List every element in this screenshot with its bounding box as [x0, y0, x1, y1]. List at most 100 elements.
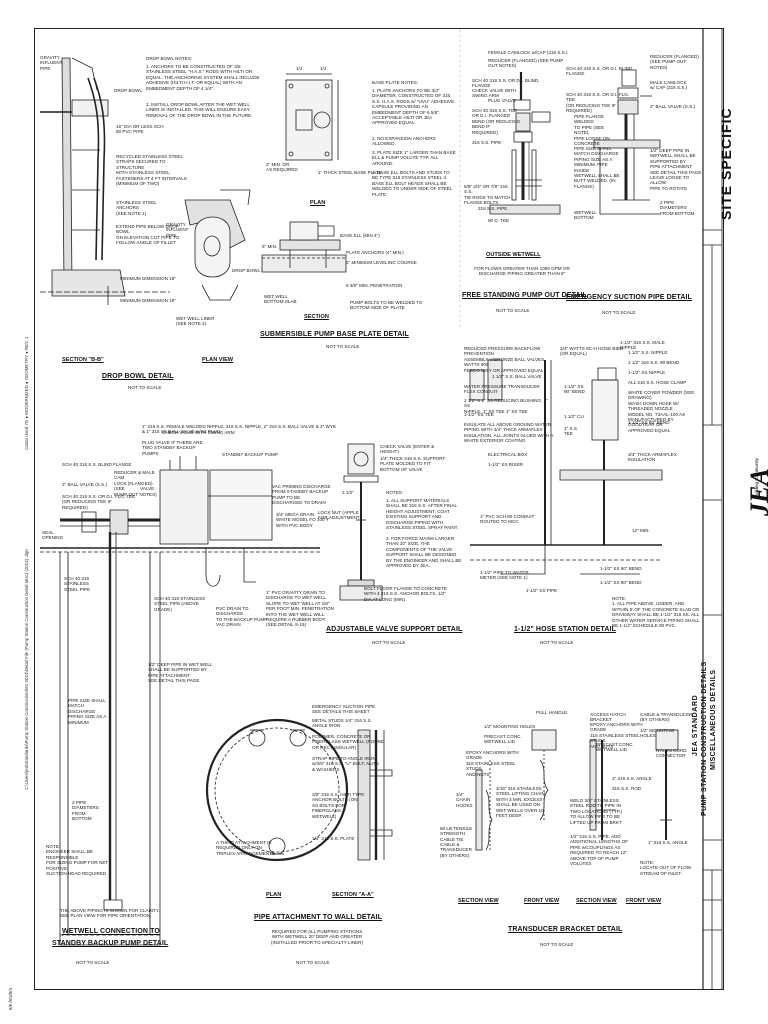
pump-out-label-6: SCH 40 316 S.S. TEE OR D.I. FLANGED BEND…: [472, 108, 521, 135]
hose-label-17: 1-1/2" SS 90" BEND: [600, 580, 642, 585]
pipe-attach-plan-label: PLAN: [266, 892, 282, 898]
label-gravity-pipe: GRAVITY INFLUENT PIPE: [40, 55, 63, 71]
hose-label-14: 1-1/2" PIPE TO WATER METER (SEE NOTE 1): [480, 570, 529, 581]
standby-label-3: SCH 40 316 S.S. BLIND FLANGE: [62, 462, 132, 467]
standby-label-2: PLUG VALVE IF THERE ARE TWO STANDBY BACK…: [142, 440, 203, 456]
margin-stamp: Cartal Used YE ● MODERNIZED ● GEOMETRY ●…: [24, 336, 29, 450]
transducer-label-19: 1" 316 S.S. ANGLE: [648, 840, 688, 845]
hose-label-3: 1 1/2" S.S. BALL VALVE: [492, 374, 542, 379]
hose-label-13: 1" PVC SCH 80 CONDUIT ROUTED TO MCC: [480, 514, 535, 525]
hose-label-9: 1-1/2" SS TEE: [464, 412, 494, 417]
hose-label-1: REDUCED PRESSURE BACKFLOW PREVENTION ASS…: [464, 346, 546, 373]
transducer-front-view-1: FRONT VIEW: [524, 898, 560, 904]
pump-out-label-8: 5/8" 3/4" OR 7/8" 316 S.S. TIE RODS TO M…: [464, 184, 511, 206]
hose-label-23: 3/4" THICK ARMAFLEX INSULATION: [628, 452, 677, 463]
dim-half-2: 1/2: [320, 66, 327, 71]
transducer-label-4: EPOXY ANCHORS WITH GRADE 316 STAINLESS S…: [590, 722, 643, 749]
standby-nts: NOT TO SCALE: [76, 960, 110, 965]
hose-label-6: 1 1/2" CU: [564, 414, 584, 419]
drop-bowl-title: DROP BOWL DETAIL: [102, 373, 174, 380]
hose-label-11: ELECTRICAL BOX: [488, 452, 528, 457]
hose-station-title: 1-1/2" HOSE STATION DETAIL: [514, 626, 616, 633]
standby-label-4: REDUCER & MALE CAM LOCK (FLANGED) (SEE P…: [114, 470, 157, 497]
suction-label-7: PIPE SIZE SHALL MATCH DISCHARGE PIPING S…: [574, 146, 620, 189]
base-plate-note-3: 3. PLATE SIZE 1" LARGER THAN BASE ELL & …: [372, 150, 456, 166]
label-min-required: 2" MIN. OR AS REQUIRED: [266, 162, 298, 173]
pump-out-label-1: FEMALE CAMLOCK w/CAP (316 S.S.): [488, 50, 568, 55]
pipe-attach-title: PIPE ATTACHMENT TO WALL DETAIL: [254, 914, 383, 921]
suction-label-9: 2 PIPE DIAMETERS FROM BOTTOM: [660, 200, 695, 216]
base-plate-note-4: 4. BASE ELL BOLTS AND STUDS TO BE TYPE 3…: [372, 170, 453, 197]
transducer-label-16: 316 S.S. ROD: [612, 786, 642, 791]
pipe-attach-label-2: METAL STUDS 1/4" 316 S.S. ANGLE IRON: [312, 718, 372, 729]
standby-label-16: PIPE SIZE SHALL MATCH DISCHARGE PIPING S…: [68, 698, 107, 725]
transducer-label-2: 1/2" MOUNTING HOLES: [484, 724, 536, 729]
suction-label-3: MALE CAMLOCK w/ CAP (316 S.S.): [650, 80, 688, 91]
valve-support-nts: NOT TO SCALE: [372, 640, 406, 645]
transducer-note: NOTE: LOCATE OUT OF FLOW STREAM OF INLET…: [640, 860, 692, 876]
valve-support-label-3: LOCK NUT (APPLE FOR ADJUSTMENT: [318, 510, 360, 521]
pump-out-label-7: 316 S.S. PIPE: [472, 140, 502, 145]
emergency-suction-title: EMERGENCY SUCTION PIPE DETAIL: [566, 294, 692, 301]
hose-label-18: 1-1/2" SS NIPPLE: [628, 370, 666, 375]
pump-out-label-5: PLUG VALVE: [488, 98, 516, 103]
label-penetration: 6 3/8" MIN. PENETRATION: [346, 283, 403, 288]
title-line-2: PUMP STATION CONSTRUCTION DETAILS: [701, 661, 708, 816]
outside-wetwell-label: OUTSIDE WETWELL: [486, 252, 541, 258]
base-plate-plan-label: PLAN: [310, 200, 326, 206]
drop-bowl-nts: NOT TO SCALE: [128, 385, 162, 390]
valve-support-note-2: 2. FOR FORCE MAINS LARGER THAN 10" SIZE,…: [386, 536, 462, 569]
pump-out-label-3: SCH 40 316 S.S. OR D.I. BLIND FLANGE: [472, 78, 539, 89]
transducer-title: TRANSDUCER BRACKET DETAIL: [508, 926, 623, 933]
label-straps: RECYCLED STAINLESS STEEL STRAPS SECURED …: [116, 154, 187, 187]
drop-bowl-note-1: 1. ANCHORS TO BE CONSTRUCTED OF 3/8 STAI…: [146, 64, 260, 91]
standby-caption: THE ABOVE PIPING IS SHOWN FOR CLARITY. S…: [60, 908, 160, 919]
drop-bowl-notes-heading: DROP BOWL NOTES:: [146, 56, 193, 61]
suction-label-5: 2" BALL VALVE (S.S.): [650, 104, 695, 109]
pipe-attach-caption: REQUIRED FOR ALL PUMPING STATIONS WITH W…: [271, 929, 363, 945]
base-plate-nts: NOT TO SCALE: [326, 344, 360, 349]
label-drop-bowl-plan: DROP BOWL: [232, 268, 260, 273]
emergency-suction-nts: NOT TO SCALE: [602, 310, 636, 315]
label-wet-well-liner: WET WELL LINER (SEE NOTE 2): [176, 316, 215, 327]
label-drop-bowl: DROP BOWL: [114, 88, 142, 93]
pump-out-label-10: 90 D. TEE: [488, 218, 510, 223]
hose-label-4: 1 1/2" S.S. NIPPLE: [628, 350, 668, 355]
label-leveling-course: 1" MINIMUM LEVELING COURSE: [346, 260, 417, 265]
standby-label-5: 2" BALL VALVE (S.S.): [62, 482, 107, 487]
label-plate-anchors: PLATE ANCHORS (4" MIN.): [346, 250, 404, 255]
hose-label-25: 1" S.S. TEE: [564, 426, 579, 437]
hose-label-21: 1-1/2" 316 S.S. MALE NIPPLE: [620, 340, 665, 351]
standby-label-19: SEAL OPENING: [42, 530, 64, 541]
hose-label-5: 1 1/2" 316 S.S. 90 BEND: [628, 360, 680, 365]
pump-out-title: FREE STANDING PUMP OUT DETAIL: [462, 292, 588, 299]
transducer-label-3: PRECAST CONC. WETWELL LID: [484, 734, 522, 745]
standby-label-9: SCH 40 316 STAINLESS STEEL PIPE: [64, 576, 91, 592]
transducer-nts: NOT TO SCALE: [540, 942, 574, 947]
pipe-attach-label-3: POLYMER, CONCRETE OR FIBERGLASS WETWELL …: [312, 734, 385, 750]
standby-label-1: 1" 316 S.S. FEMALE WELDED NIPPLE, 316 S.…: [142, 424, 337, 435]
standby-label-18: NOTE: ENGINEER SHALL BE RESPONSIBLE FOR …: [46, 844, 109, 877]
transducer-label-9: 50 LB TENSILE STRENGTH CABLE TIE: [440, 826, 473, 842]
valve-support-title: ADJUSTABLE VALVE SUPPORT DETAIL: [326, 626, 463, 633]
base-plate-note-2: 2. NO EXPANSION ANCHORS ALLOWED.: [372, 136, 436, 147]
label-min-dimension-1: MINIMUM DIMENSION 18": [120, 276, 176, 281]
transducer-label-10: CABLE & TRANSDUCER (BY OTHERS): [440, 842, 472, 858]
base-plate-section-label: SECTION: [304, 314, 329, 320]
standby-pump-label: STANDBY BACKUP PUMP: [222, 452, 278, 457]
standby-label-14: PVC DRAIN TO DISCHARGE TO THE BACKUP PUM…: [216, 606, 268, 628]
label-pump-bolts: PUMP BOLTS TO BE WELDED TO BOTTOM SIDE O…: [350, 300, 423, 311]
hose-label-12: 1-1/2" SS RISER: [488, 462, 523, 467]
standby-label-17: 2 PIPE DIAMETERS FROM BOTTOM: [72, 800, 99, 822]
transducer-label-11: CABLE & TRANSDUCER (BY OTHERS): [640, 712, 693, 723]
hose-label-16: 1-1/2" SS 90" BEND: [600, 566, 642, 571]
transducer-label-6: 3/4" CHAIN HOOKS: [456, 792, 473, 808]
hose-label-22: 1-1/2" SS 90" BEND: [628, 420, 670, 425]
transducer-label-1: PULL HANDLE: [536, 710, 568, 715]
pipe-attach-label-4: STRAP PIPE TO ANGLE IRON w/3/8" 316 S.S.…: [312, 756, 379, 772]
standby-label-8: VALVE: [140, 486, 155, 491]
title-line-3: MISCELLANEOUS DETAILS: [710, 669, 717, 770]
transducer-label-17: WELD 3/8" STAINLESS STEEL ROD TO PIPE IN…: [570, 798, 623, 825]
valve-support-label-4: BOLT FLOOR FLANGE TO CONCRETE WITH 4 316…: [364, 586, 447, 602]
